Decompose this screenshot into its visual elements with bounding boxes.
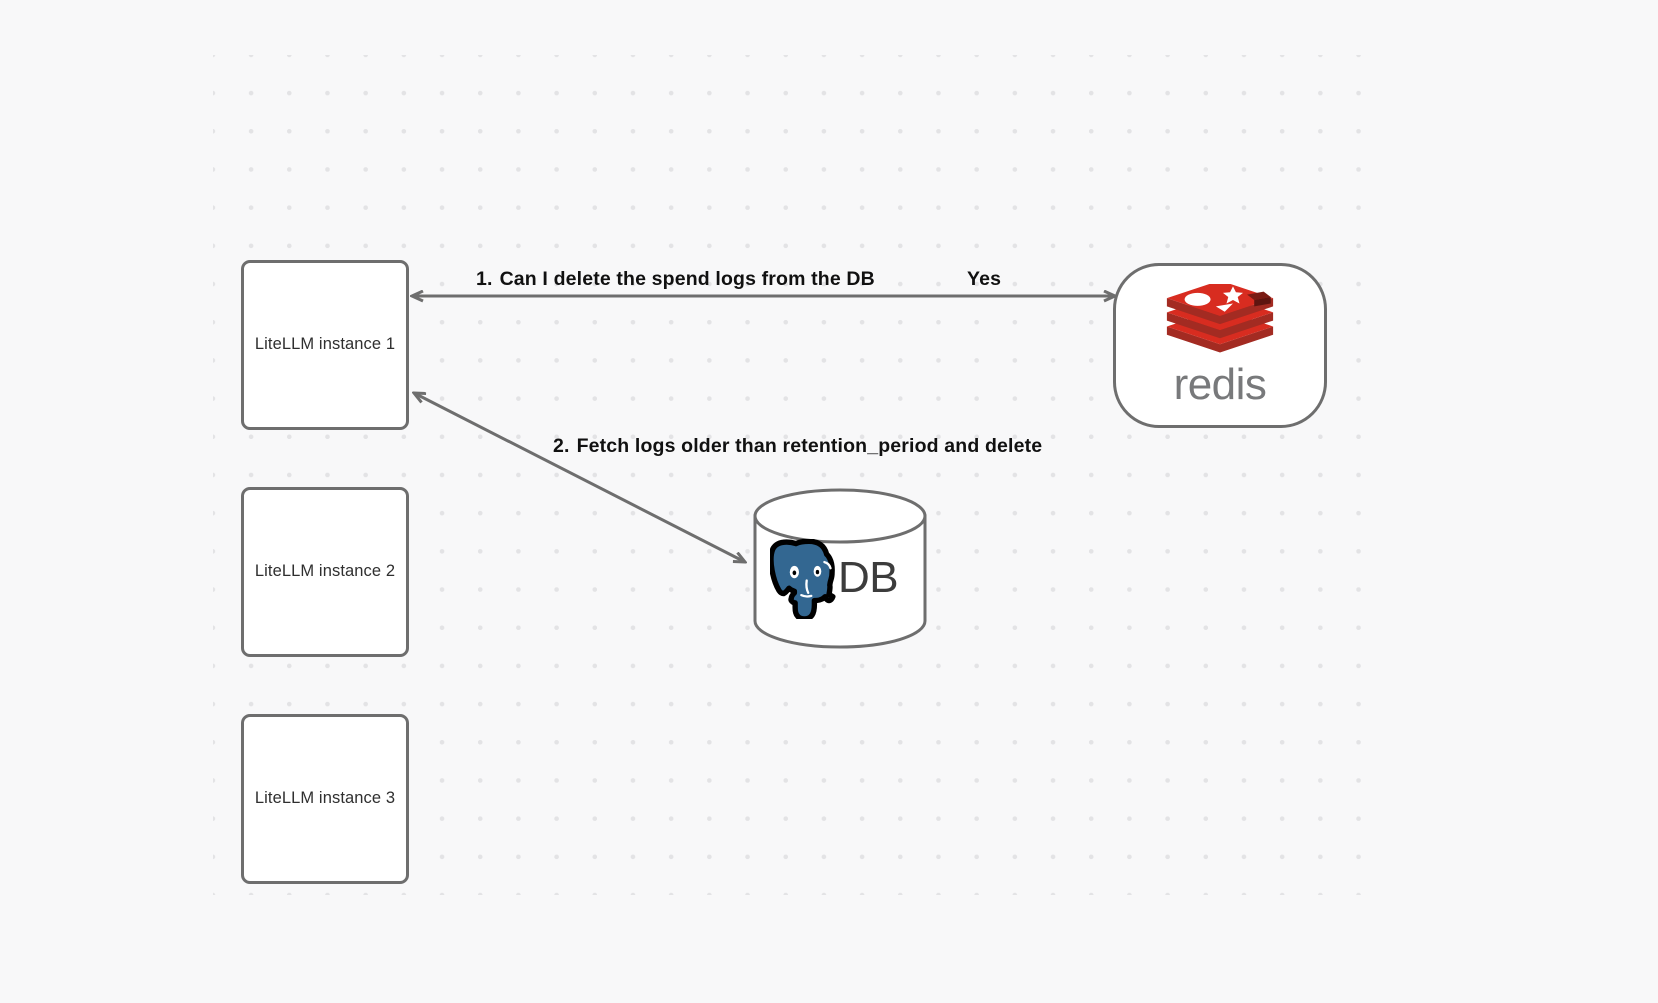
edge-2-text: Fetch logs older than retention_period a… xyxy=(576,435,1043,457)
edge-1-text: Can I delete the spend logs from the DB xyxy=(499,268,875,290)
edge-2-label: 2. Fetch logs older than retention_period… xyxy=(553,435,1042,458)
redis-logo-icon xyxy=(1161,280,1279,361)
node-litellm-instance-1-label: LiteLLM instance 1 xyxy=(254,335,396,354)
node-litellm-instance-2[interactable]: LiteLLM instance 2 xyxy=(241,487,409,657)
edge-1-label: 1. Can I delete the spend logs from the D… xyxy=(476,268,875,291)
edge-1-number: 1. xyxy=(476,268,493,290)
node-database[interactable]: DB xyxy=(752,487,928,650)
edge-litellm1-database xyxy=(414,393,745,562)
database-inner-content: DB xyxy=(752,487,928,650)
redis-wordmark: redis xyxy=(1173,360,1267,409)
database-label: DB xyxy=(837,552,899,602)
node-litellm-instance-3[interactable]: LiteLLM instance 3 xyxy=(241,714,409,884)
node-litellm-instance-2-label: LiteLLM instance 2 xyxy=(254,562,396,581)
node-litellm-instance-1[interactable]: LiteLLM instance 1 xyxy=(241,260,409,430)
postgresql-elephant-icon xyxy=(768,538,848,624)
edge-2-number: 2. xyxy=(553,435,570,457)
edge-1-answer-label: Yes xyxy=(967,268,1002,290)
node-redis[interactable]: redis xyxy=(1113,263,1327,428)
redis-stack-icon xyxy=(1166,280,1274,353)
node-litellm-instance-3-label: LiteLLM instance 3 xyxy=(254,789,396,808)
